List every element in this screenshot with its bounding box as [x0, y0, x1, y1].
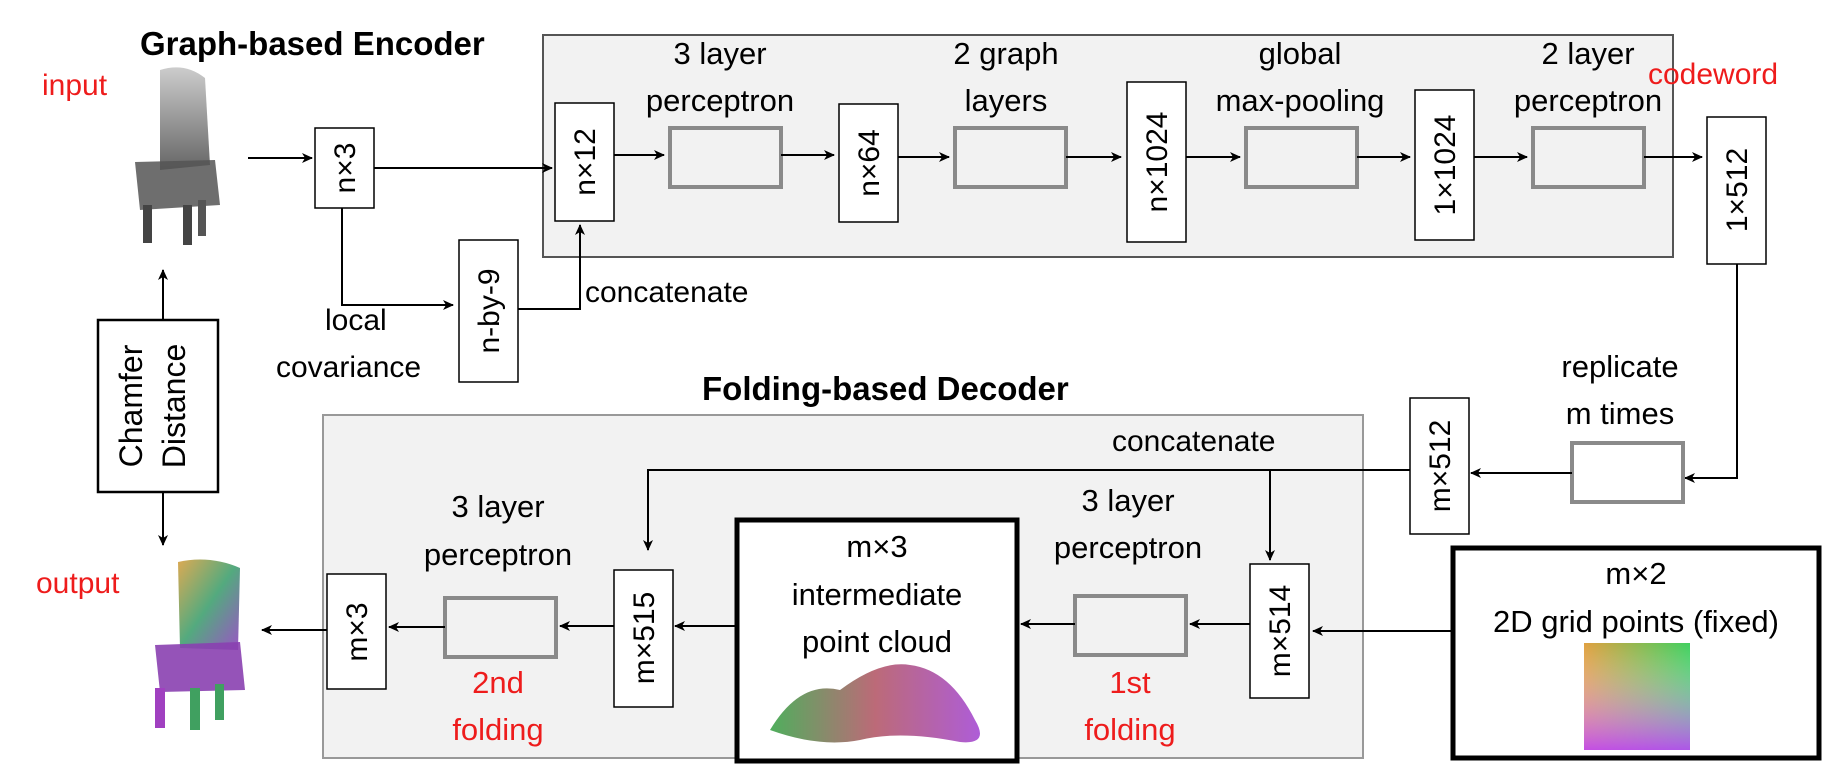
decoder-title: Folding-based Decoder: [702, 370, 1069, 407]
pool-label-1: global: [1259, 36, 1342, 71]
intermediate-cloud-image: [770, 664, 980, 743]
block-mlp2: [1531, 126, 1646, 189]
label-n12: n×12: [569, 128, 602, 196]
inter-label-2: intermediate: [792, 577, 963, 612]
output-point-cloud: [155, 559, 245, 730]
local-cov-line1: local: [325, 304, 387, 337]
replicate-label-1: replicate: [1561, 349, 1678, 384]
box-m514: [1249, 563, 1310, 699]
local-cov-line2: covariance: [276, 351, 421, 384]
grid-points-image: [1584, 643, 1690, 750]
box-m3: [326, 573, 387, 690]
input-label: input: [42, 69, 108, 102]
label-m512: m×512: [1424, 420, 1457, 513]
graph-label-1: 2 graph: [953, 36, 1058, 71]
label-1x1024: 1×1024: [1429, 115, 1462, 216]
fold2-label-1: 2nd: [472, 665, 524, 700]
box-1x1024: [1414, 89, 1475, 241]
chamfer-line2: Distance: [156, 344, 192, 469]
grid-label-1: m×2: [1605, 556, 1666, 591]
arrow-m512-m515: [643, 469, 1410, 551]
output-label: output: [36, 567, 120, 600]
block-mlpa: [1073, 594, 1188, 657]
grid-label-2: 2D grid points (fixed): [1493, 604, 1779, 639]
label-n64: n×64: [853, 129, 886, 197]
mlpa-label-1: 3 layer: [1081, 483, 1174, 518]
arrow-n3-nby9: [341, 208, 454, 310]
inter-label-3: point cloud: [802, 624, 952, 659]
inter-label-1: m×3: [846, 529, 907, 564]
block-replicate: [1570, 441, 1685, 504]
label-nby9: n-by-9: [473, 268, 506, 353]
graph-label-2: layers: [965, 83, 1048, 118]
box-m515: [613, 569, 674, 708]
mlpa-label-2: perceptron: [1054, 530, 1202, 565]
chamfer-distance-box: [96, 318, 220, 494]
box-n64: [838, 103, 899, 223]
replicate-label-2: m times: [1566, 396, 1675, 431]
mlp3-label-1: 3 layer: [673, 36, 766, 71]
block-graph: [953, 126, 1068, 189]
box-n12: [554, 102, 615, 222]
arrow-codeword-replicate: [1684, 264, 1738, 483]
block-mlp3: [668, 126, 783, 189]
label-1x512: 1×512: [1721, 148, 1754, 232]
mlp2-label-1: 2 layer: [1541, 36, 1634, 71]
fold2-label-2: folding: [452, 712, 543, 747]
pool-label-2: max-pooling: [1216, 83, 1385, 118]
box-n1024: [1126, 81, 1187, 243]
box-m512: [1409, 397, 1470, 535]
mlp2-label-2: perceptron: [1514, 83, 1662, 118]
fold1-label-2: folding: [1084, 712, 1175, 747]
mlpb-label-2: perceptron: [424, 537, 572, 572]
fold1-label-1: 1st: [1109, 665, 1151, 700]
label-n1024: n×1024: [1141, 112, 1174, 213]
chamfer-line1: Chamfer: [113, 344, 149, 467]
input-point-cloud: [135, 67, 220, 245]
mlpb-label-1: 3 layer: [451, 489, 544, 524]
box-nby9: [458, 239, 519, 383]
label-m3: m×3: [341, 602, 374, 661]
box-n3: [314, 127, 375, 209]
block-mlpb: [443, 596, 558, 659]
label-m514: m×514: [1264, 585, 1297, 678]
label-n3: n×3: [329, 143, 362, 194]
decoder-concat-label: concatenate: [1112, 425, 1275, 458]
label-m515: m×515: [628, 592, 661, 685]
block-pool: [1244, 126, 1359, 189]
codeword-label: codeword: [1648, 58, 1778, 91]
mlp3-label-2: perceptron: [646, 83, 794, 118]
encoder-title: Graph-based Encoder: [140, 25, 485, 62]
arrow-nby9-n12: [518, 224, 585, 310]
encoder-concat-label: concatenate: [585, 276, 748, 309]
